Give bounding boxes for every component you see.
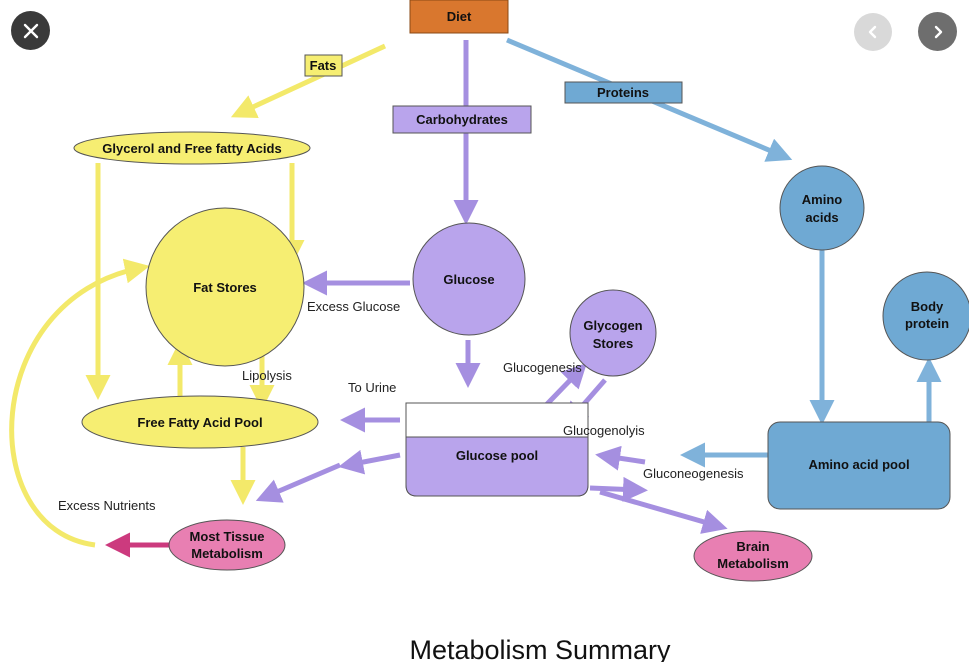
fats-label: Fats <box>310 58 337 73</box>
close-button[interactable] <box>11 11 50 50</box>
body-protein-label-line2: protein <box>905 316 949 331</box>
proteins-tag: Proteins <box>564 81 683 104</box>
chevron-right-icon <box>934 25 942 38</box>
glucose-pool-label: Glucose pool <box>456 448 538 463</box>
excess-glucose-label: Excess Glucose <box>307 299 400 314</box>
most-tissue-label-line1: Most Tissue <box>190 529 265 544</box>
chevron-left-icon <box>868 25 877 39</box>
brain-node: Brain Metabolism <box>693 530 813 582</box>
brain-label-line1: Brain <box>736 539 769 554</box>
glucogenesis-label: Glucogenesis <box>503 360 582 375</box>
fat-stores-node: Fat Stores <box>145 207 305 367</box>
arrow-pool-left <box>338 449 401 475</box>
arrow-pool-right <box>589 476 648 502</box>
previous-button[interactable] <box>854 13 892 51</box>
glucogenolyis-label: Glucogenolyis <box>563 423 645 438</box>
glycogen-label-line1: Glycogen <box>583 318 642 333</box>
glycerol-node: Glycerol and Free fatty Acids <box>73 131 311 165</box>
arrow-gluconeogenesis-purple <box>595 445 646 471</box>
ffa-pool-node: Free Fatty Acid Pool <box>81 395 319 449</box>
next-button[interactable] <box>918 12 957 51</box>
diagram-title: Metabolism Summary <box>409 635 671 662</box>
carbohydrates-label: Carbohydrates <box>416 112 508 127</box>
proteins-label: Proteins <box>597 85 649 100</box>
arrow-excess-nutrients-loop <box>9 258 150 548</box>
brain-label-line2: Metabolism <box>717 556 789 571</box>
diet-node: Diet <box>409 0 509 34</box>
amino-acids-node: Amino acids <box>779 165 865 251</box>
lipolysis-label: Lipolysis <box>242 368 292 383</box>
fats-tag: Fats <box>304 54 343 77</box>
glucose-pool-node: Glucose pool <box>405 402 589 497</box>
fat-stores-label: Fat Stores <box>193 280 257 295</box>
body-protein-node: Body protein <box>882 271 969 361</box>
close-icon <box>23 23 38 38</box>
diet-label: Diet <box>447 9 472 24</box>
amino-acids-label-line1: Amino <box>802 192 843 207</box>
excess-nutrients-label: Excess Nutrients <box>58 498 156 513</box>
arrow-pool-to-tissue <box>255 462 341 503</box>
amino-acid-pool-node: Amino acid pool <box>767 421 951 510</box>
body-protein-label-line1: Body <box>911 299 944 314</box>
most-tissue-label-line2: Metabolism <box>191 546 263 561</box>
glucose-node: Glucose <box>412 222 526 336</box>
to-urine-label: To Urine <box>348 380 396 395</box>
most-tissue-node: Most Tissue Metabolism <box>168 519 286 571</box>
arrow-diet-to-glycerol <box>230 43 387 119</box>
glycogen-label-line2: Stores <box>593 336 633 351</box>
ffa-pool-label: Free Fatty Acid Pool <box>137 415 262 430</box>
arrow-pool-to-brain <box>599 489 728 534</box>
carbohydrates-tag: Carbohydrates <box>392 105 532 134</box>
gluconeogenesis-label: Gluconeogenesis <box>643 466 744 481</box>
amino-pool-label: Amino acid pool <box>808 457 909 472</box>
amino-acids-label-line2: acids <box>805 210 838 225</box>
glycerol-label: Glycerol and Free fatty Acids <box>102 141 281 156</box>
glucose-label: Glucose <box>443 272 494 287</box>
arrows <box>9 37 942 558</box>
glycogen-stores-node: Glycogen Stores <box>569 289 657 377</box>
